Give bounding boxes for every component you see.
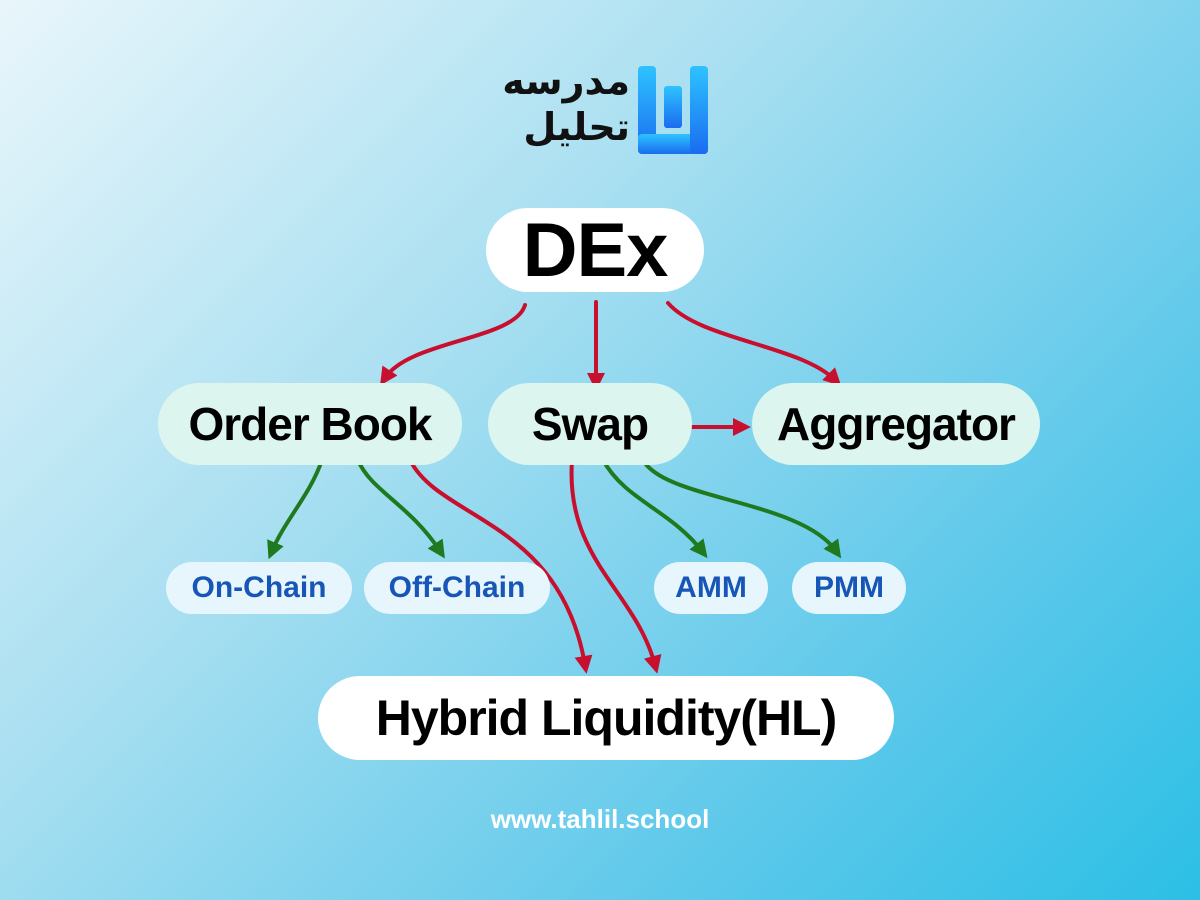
node-hybrid-liquidity: Hybrid Liquidity(HL) [318,676,894,760]
node-swap: Swap [488,383,692,465]
node-on-chain: On-Chain [166,562,352,614]
node-off-chain: Off-Chain [364,562,550,614]
edge-orderbook-onchain [267,458,324,560]
node-order-book: Order Book [158,383,462,465]
tahlil-logo-icon [638,66,708,154]
edge-dex-orderbook [380,303,527,386]
node-aggregator: Aggregator [752,383,1040,465]
node-dex: DEx [486,208,704,293]
brand-name-line2: تحلیل [523,105,630,149]
node-pmm: PMM [792,562,906,614]
website-link[interactable]: www.tahlil.school [490,804,710,834]
edge-swap-amm [601,458,708,559]
edge-orderbook-hybrid [408,458,593,674]
edge-dex-aggregator [666,301,842,387]
edge-swap-hybrid [569,458,662,674]
edge-orderbook-offchain [356,458,445,559]
brand-name-line1: مدرسه [502,59,630,103]
node-amm: AMM [654,562,768,614]
brand-name: مدرسه تحلیل [480,58,630,158]
edge-swap-pmm [641,458,842,559]
